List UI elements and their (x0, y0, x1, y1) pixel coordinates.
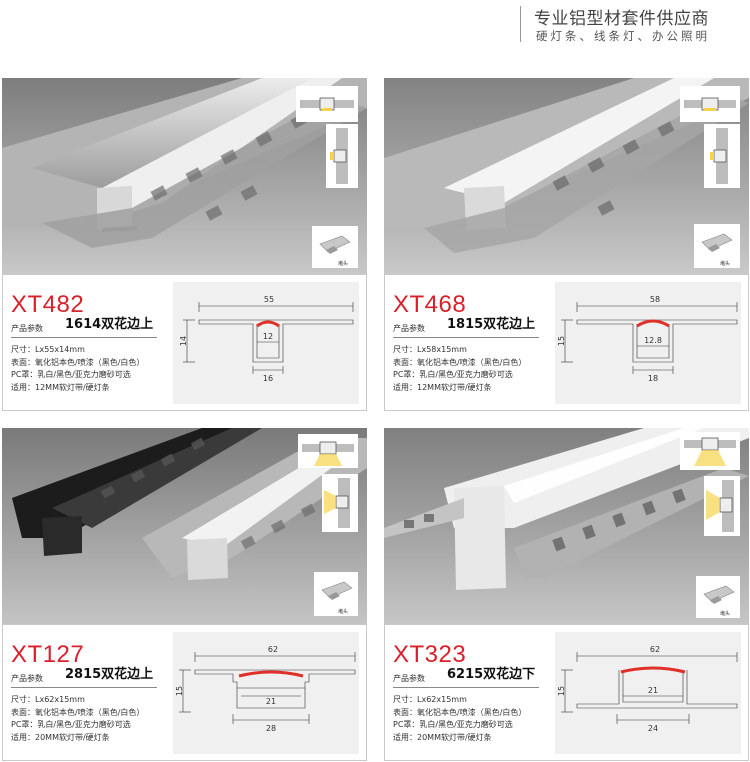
dim-outer: 16 (263, 374, 273, 383)
product-card-xt323: 堵头 XT323 6215双花边下 产品参数 尺寸：Lx62x15mm 表面：氧… (384, 428, 749, 761)
mount-top-thumb (302, 441, 354, 466)
mount-top-thumb (684, 437, 736, 466)
product-info: XT127 2815双花边上 产品参数 尺寸：Lx62x15mm 表面：氧化铝本… (2, 624, 367, 761)
product-model: XT323 (393, 641, 467, 668)
product-name: 2815双花边上 (65, 667, 154, 682)
spec-pc: PC罩：乳白/黑色/亚克力磨砂可选 (11, 720, 131, 729)
dim-total: 55 (264, 295, 274, 304)
spec-list: 尺寸：Lx62x15mm 表面：氧化铝本色/喷漆（黑色/白色） PC罩：乳白/黑… (11, 694, 144, 744)
spec-size: 尺寸：Lx58x15mm (393, 345, 467, 354)
spec-use: 适用：20MM软灯带/硬灯条 (393, 732, 492, 742)
product-info: XT323 6215双花边下 产品参数 尺寸：Lx62x15mm 表面：氧化铝本… (384, 624, 749, 761)
spec-size: 尺寸：Lx62x15mm (393, 695, 467, 704)
end-cap-thumb: 堵头 (319, 235, 351, 267)
spec-list: 尺寸：Lx62x15mm 表面：氧化铝本色/喷漆（黑色/白色） PC罩：乳白/黑… (393, 694, 526, 744)
mount-top-thumb (300, 97, 354, 111)
page-header: 专业铝型材套件供应商 硬灯条、线条灯、办公照明 (0, 0, 750, 60)
spec-use: 适用：20MM软灯带/硬灯条 (11, 732, 110, 742)
profile-diagram: 62 15 21 28 (173, 632, 359, 754)
dim-inner: 12 (263, 332, 273, 341)
dim-height: 15 (175, 686, 184, 696)
dim-height: 14 (179, 336, 188, 346)
product-photo: 堵头 (2, 428, 367, 624)
product-model: XT127 (11, 641, 85, 668)
header-subtitle: 硬灯条、线条灯、办公照明 (536, 29, 710, 43)
end-cap-thumb: 堵头 (703, 585, 735, 617)
dim-outer: 28 (266, 724, 276, 733)
dim-outer: 18 (648, 374, 658, 383)
spec-pc: PC罩：乳白/黑色/亚克力磨砂可选 (393, 370, 513, 379)
dim-height: 15 (557, 336, 566, 346)
dim-height: 15 (557, 686, 566, 696)
end-cap-thumb: 堵头 (701, 233, 733, 267)
dim-total: 62 (650, 645, 660, 654)
mount-side-thumb (330, 128, 348, 184)
end-cap-caption: 堵头 (338, 608, 348, 615)
params-label: 产品参数 (393, 324, 425, 333)
product-model: XT482 (11, 291, 85, 318)
spec-size: 尺寸：Lx62x15mm (11, 695, 85, 704)
product-photo: 堵头 (384, 428, 749, 624)
product-card-xt468: 堵头 XT468 1815双花边上 产品参数 尺寸：Lx58x15mm 表面：氧… (384, 78, 749, 411)
profile-diagram: 55 14 12 16 (173, 282, 359, 404)
product-card-xt482: 堵头 XT482 1614双花边上 产品参数 尺寸：Lx55x14mm 表面：氧… (2, 78, 367, 411)
params-label: 产品参数 (393, 674, 425, 683)
header-divider (520, 6, 521, 42)
spec-surface: 表面：氧化铝本色/喷漆（黑色/白色） (11, 707, 145, 717)
spec-surface: 表面：氧化铝本色/喷漆（黑色/白色） (393, 357, 527, 367)
dim-inner: 12.8 (644, 336, 662, 345)
spec-surface: 表面：氧化铝本色/喷漆（黑色/白色） (11, 357, 145, 367)
dim-outer: 24 (648, 724, 658, 733)
dim-total: 62 (268, 645, 278, 654)
product-name: 1815双花边上 (447, 317, 536, 332)
product-photo: 堵头 (2, 78, 367, 274)
spec-size: 尺寸：Lx55x14mm (11, 345, 85, 354)
spec-surface: 表面：氧化铝本色/喷漆（黑色/白色） (393, 707, 527, 717)
spec-pc: PC罩：乳白/黑色/亚克力磨砂可选 (11, 370, 131, 379)
end-cap-thumb: 堵头 (321, 581, 353, 615)
product-info: XT482 1614双花边上 产品参数 尺寸：Lx55x14mm 表面：氧化铝本… (2, 274, 367, 411)
product-name: 1614双花边上 (65, 317, 154, 332)
params-label: 产品参数 (11, 674, 43, 683)
header-title: 专业铝型材套件供应商 (534, 9, 709, 29)
product-model: XT468 (393, 291, 467, 318)
product-photo: 堵头 (384, 78, 749, 274)
spec-list: 尺寸：Lx55x14mm 表面：氧化铝本色/喷漆（黑色/白色） PC罩：乳白/黑… (11, 344, 144, 394)
mount-side-thumb (324, 478, 350, 528)
spec-use: 适用：12MM软灯带/硬灯条 (393, 382, 492, 392)
params-rule (393, 687, 539, 688)
params-label: 产品参数 (11, 324, 43, 333)
profile-diagram: 58 15 12.8 18 (555, 282, 741, 404)
end-cap-caption: 堵头 (720, 610, 730, 617)
params-rule (11, 687, 157, 688)
dim-inner: 21 (266, 697, 276, 706)
params-rule (11, 337, 157, 338)
product-name: 6215双花边下 (447, 667, 536, 682)
mount-top-thumb (684, 97, 736, 111)
end-cap-caption: 堵头 (720, 260, 730, 267)
spec-pc: PC罩：乳白/黑色/亚克力磨砂可选 (393, 720, 513, 729)
params-rule (393, 337, 539, 338)
dim-total: 58 (650, 295, 660, 304)
dim-inner: 21 (648, 686, 658, 695)
product-card-xt127: 堵头 XT127 2815双花边上 产品参数 尺寸：Lx62x15mm 表面：氧… (2, 428, 367, 761)
product-info: XT468 1815双花边上 产品参数 尺寸：Lx58x15mm 表面：氧化铝本… (384, 274, 749, 411)
spec-use: 适用：12MM软灯带/硬灯条 (11, 382, 110, 392)
mount-side-thumb (706, 480, 734, 532)
profile-diagram: 62 15 21 24 (555, 632, 741, 754)
mount-side-thumb (710, 128, 728, 184)
end-cap-caption: 堵头 (338, 260, 348, 267)
spec-list: 尺寸：Lx58x15mm 表面：氧化铝本色/喷漆（黑色/白色） PC罩：乳白/黑… (393, 344, 526, 394)
